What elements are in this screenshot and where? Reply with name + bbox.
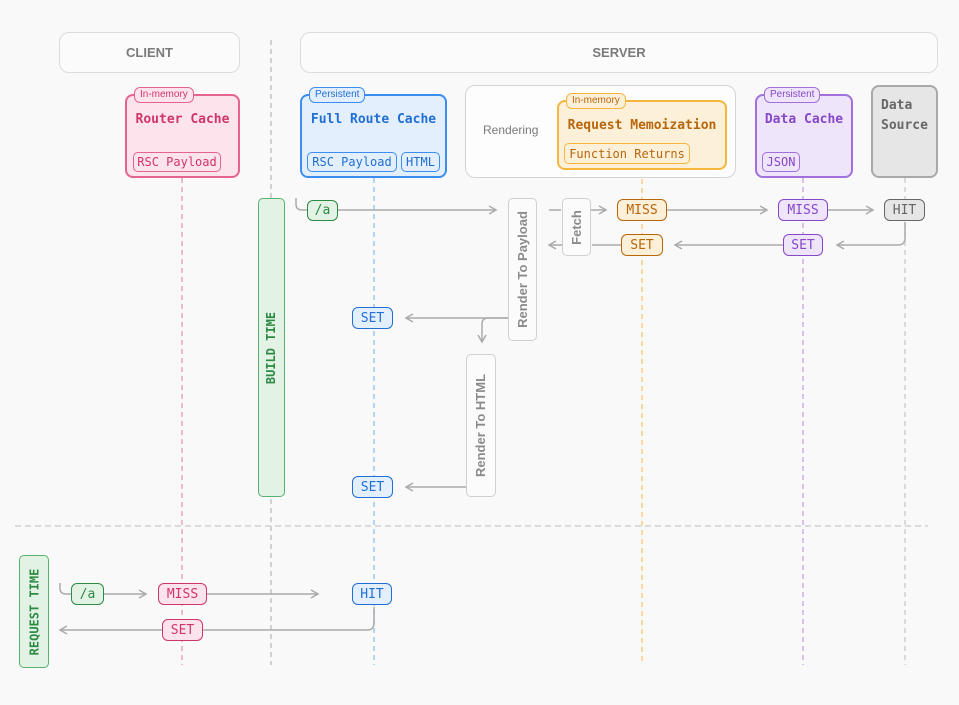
rendering-label: Rendering [483,123,539,137]
render-to-html-bar: Render To HTML [466,354,496,497]
function-returns-chip: Function Returns [564,143,690,164]
router-set-pill: SET [162,619,203,641]
data-cache-title: Data Cache [764,112,844,127]
source-hit-pill: HIT [884,199,925,221]
client-request-pill: /a [71,583,104,605]
render-to-payload-label: Render To Payload [515,211,531,328]
router-miss-pill: MISS [158,583,207,605]
data-source-title: Data Source [881,96,928,136]
client-header-label: CLIENT [126,45,173,60]
build-request-pill: /a [307,200,338,221]
render-to-html-label: Render To HTML [473,373,489,478]
data-source-box: Data Source [871,85,938,178]
data-miss-pill: MISS [778,199,828,221]
request-time-bar: REQUEST TIME [19,555,49,668]
data-set-pill: SET [783,234,823,256]
router-cache-tag: In-memory [134,87,194,103]
build-time-bar: BUILD TIME [258,198,285,497]
render-to-payload-bar: Render To Payload [508,198,537,341]
data-cache-box: Persistent Data Cache JSON [755,87,853,178]
rendering-box: Rendering In-memory Request Memoization … [465,85,736,178]
full-route-cache-tag: Persistent [309,87,366,103]
router-cache-box: In-memory Router Cache RSC Payload [125,87,240,178]
full-route-cache-chip-html: HTML [401,152,440,172]
client-header: CLIENT [59,32,240,73]
request-memoization-title: Request Memoization [567,118,717,133]
full-route-cache-box: Persistent Full Route Cache RSC Payload … [300,87,447,178]
data-cache-tag: Persistent [764,87,821,103]
memo-miss-pill: MISS [617,199,667,221]
route-set-payload-pill: SET [352,307,393,329]
full-route-cache-title: Full Route Cache [310,112,437,127]
router-cache-chip-rsc: RSC Payload [133,152,221,172]
request-memoization-tag: In-memory [566,93,626,109]
data-cache-chip-json: JSON [762,152,800,172]
server-header-label: SERVER [592,45,646,60]
full-route-cache-chip-rsc: RSC Payload [307,152,397,172]
build-time-label: BUILD TIME [264,311,279,384]
data-source-title-line2: Source [881,118,928,133]
data-source-title-line1: Data [881,98,913,113]
request-memoization-box: In-memory Request Memoization Function R… [557,93,727,170]
router-cache-title: Router Cache [135,112,230,127]
request-time-label: REQUEST TIME [27,568,42,655]
memo-set-pill: SET [621,234,663,256]
route-hit-pill: HIT [352,583,392,605]
route-set-html-pill: SET [352,476,393,498]
fetch-bar: Fetch [562,198,591,256]
server-header: SERVER [300,32,938,73]
fetch-label: Fetch [569,209,585,245]
